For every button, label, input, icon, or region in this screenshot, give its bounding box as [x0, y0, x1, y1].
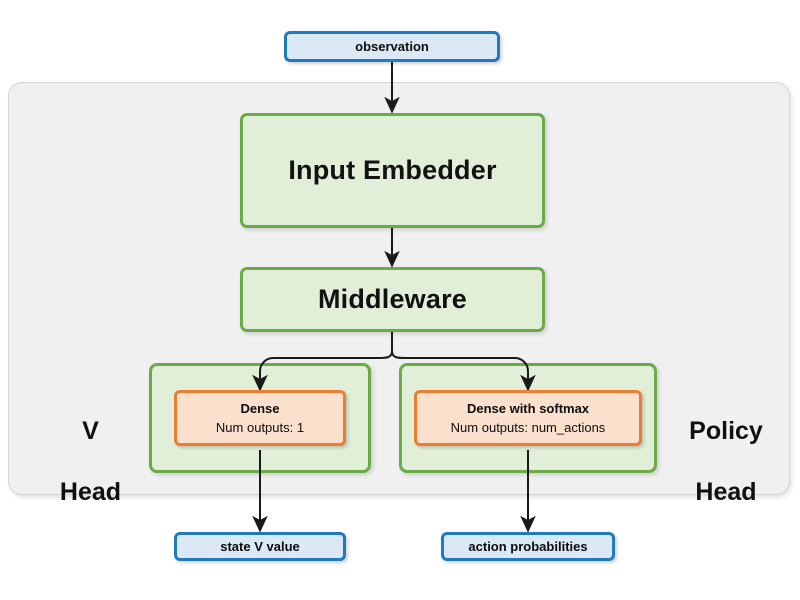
node-input-embedder[interactable]: Input Embedder — [240, 113, 545, 228]
v-head-caption-line1: V — [82, 416, 99, 445]
node-observation[interactable]: observation — [284, 31, 500, 62]
observation-label: observation — [355, 39, 429, 54]
v-head-caption-line2: Head — [59, 477, 122, 506]
node-middleware[interactable]: Middleware — [240, 267, 545, 332]
policy-head-caption: Policy Head — [666, 385, 786, 538]
dense-softmax-title: Dense with softmax — [466, 400, 590, 416]
dense-softmax-subtitle: Num outputs: num_actions — [450, 420, 606, 435]
node-dense[interactable]: Dense Num outputs: 1 — [174, 390, 346, 446]
dense-title: Dense — [240, 400, 280, 416]
node-state-v-value[interactable]: state V value — [174, 532, 346, 561]
middleware-label: Middleware — [317, 284, 468, 314]
input-embedder-label: Input Embedder — [288, 155, 497, 185]
policy-head-caption-line1: Policy — [689, 416, 763, 445]
action-probabilities-label: action probabilities — [468, 539, 588, 554]
policy-head-caption-line2: Head — [695, 477, 757, 506]
node-action-probabilities[interactable]: action probabilities — [441, 532, 615, 561]
v-head-caption: V Head — [38, 385, 143, 538]
node-dense-with-softmax[interactable]: Dense with softmax Num outputs: num_acti… — [414, 390, 642, 446]
dense-subtitle: Num outputs: 1 — [215, 420, 305, 435]
state-v-value-label: state V value — [220, 539, 300, 554]
